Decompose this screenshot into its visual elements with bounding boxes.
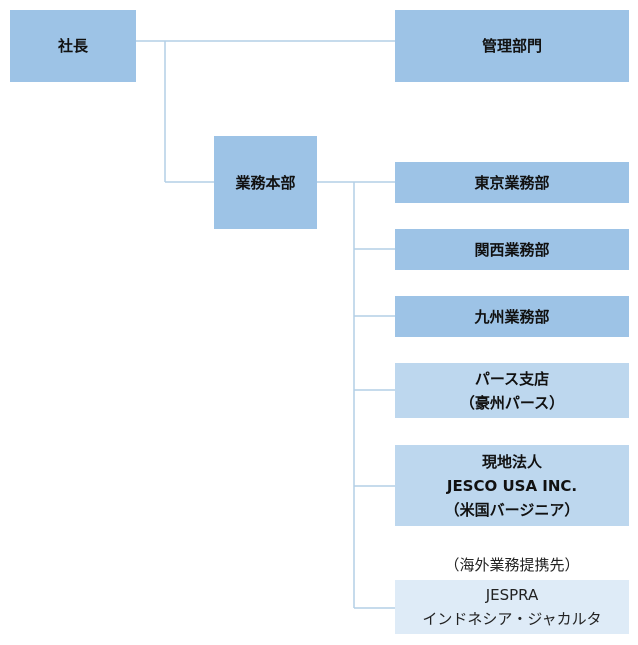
admin-dept-label: 管理部門 [481, 37, 542, 55]
tokyo-label: 東京業務部 [474, 173, 550, 192]
partner-note: （海外業務提携先） [444, 556, 580, 574]
sales-hq-box: 業務本部 [214, 136, 317, 229]
partner-box: JESPRA インドネシア・ジャカルタ [395, 580, 629, 634]
perth-line1: パース支店 [474, 369, 550, 388]
kansai-box: 関西業務部 [395, 229, 629, 270]
partner-line2: インドネシア・ジャカルタ [422, 610, 602, 628]
subsidiary-line1: 現地法人 [481, 452, 542, 471]
tokyo-box: 東京業務部 [395, 162, 629, 203]
subsidiary-line3: （米国バージニア） [444, 500, 580, 519]
sales-hq-label: 業務本部 [235, 173, 296, 192]
admin-dept-box: 管理部門 [395, 10, 629, 82]
kyushu-label: 九州業務部 [474, 307, 550, 326]
perth-line2: （豪州パース） [459, 393, 565, 412]
subsidiary-line2: JESCO USA INC. [446, 476, 578, 495]
subsidiary-box: 現地法人 JESCO USA INC. （米国バージニア） [395, 445, 629, 526]
partner-line1: JESPRA [485, 586, 539, 604]
kyushu-box: 九州業務部 [395, 296, 629, 337]
president-box: 社長 [10, 10, 136, 82]
kansai-label: 関西業務部 [474, 240, 550, 259]
president-label: 社長 [57, 37, 88, 55]
perth-box: パース支店 （豪州パース） [395, 363, 629, 418]
